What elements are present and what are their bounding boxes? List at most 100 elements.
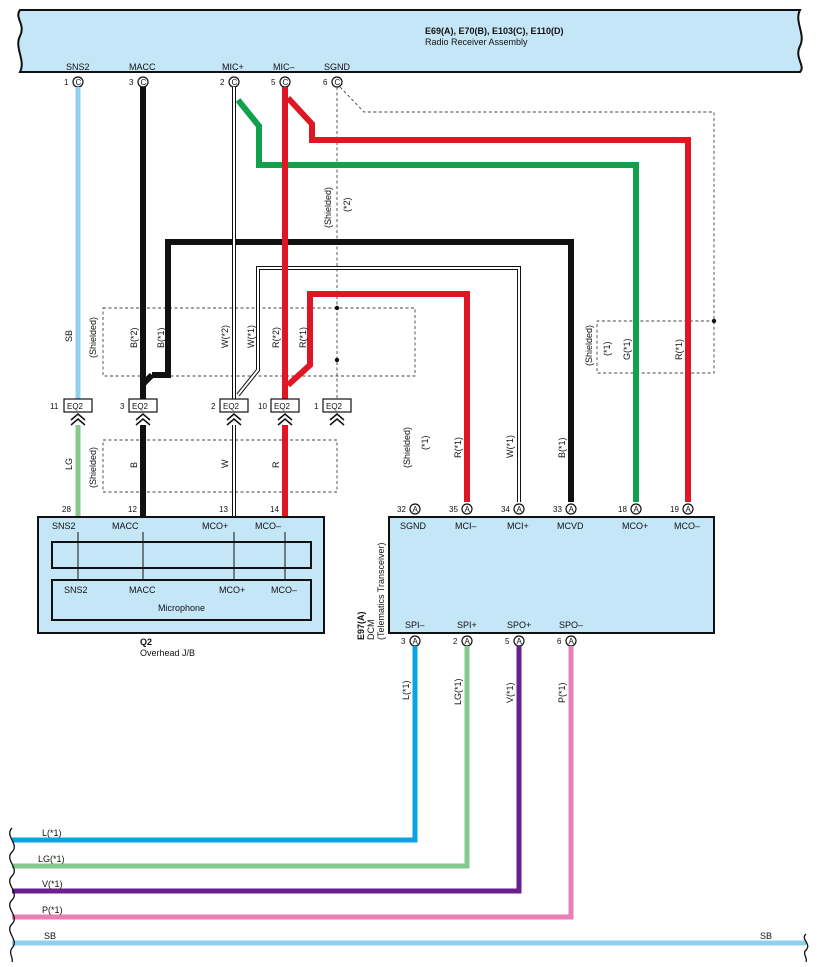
svg-text:3: 3: [129, 78, 134, 87]
dcm-wire-label-b: B(*1): [557, 437, 567, 458]
dcm-bottom-pin: SPI+ A 2: [453, 620, 477, 647]
lower-shield-box: [102, 439, 338, 493]
break-line-right: [803, 933, 809, 963]
sgnd-shield-line: [339, 86, 715, 374]
top-pin-label: MIC+: [222, 62, 244, 72]
wire-macc-upper: [140, 87, 155, 392]
wire-label-r1: R(*1): [298, 327, 308, 348]
mic-label: SNS2: [64, 585, 88, 595]
radio-connectors: E69(A), E70(B), E103(C), E110(D): [425, 26, 564, 36]
svg-text:C: C: [283, 78, 289, 87]
svg-text:28: 28: [62, 505, 71, 514]
top-pin-label: MIC–: [273, 62, 295, 72]
top-pin-label: SNS2: [66, 62, 90, 72]
svg-text:6: 6: [323, 78, 328, 87]
bus-wire-label: LG(*1): [453, 678, 463, 705]
top-pin-5: C 5: [271, 76, 291, 88]
right-shield-label: (Shielded): [584, 325, 594, 366]
eq2-pin-11: 11 EQ2: [50, 398, 93, 426]
svg-text:E97(A): E97(A): [356, 611, 366, 640]
shield-label-lower: (Shielded): [88, 447, 98, 488]
svg-text:18: 18: [618, 505, 627, 514]
svg-text:EQ2: EQ2: [132, 402, 149, 411]
dcm-top-pin: A 19 MCO–: [670, 503, 700, 531]
svg-text:5: 5: [271, 78, 276, 87]
mic-label: MCO+: [219, 585, 245, 595]
dcm-top-pin: A 35 MCI–: [449, 503, 477, 531]
eq2-pin-3: 3 EQ2: [120, 398, 158, 426]
wire-label-b2: B(*2): [129, 327, 139, 348]
svg-text:MCI+: MCI+: [507, 521, 529, 531]
svg-text:EQ2: EQ2: [326, 402, 343, 411]
bus-label: L(*1): [42, 828, 62, 838]
svg-text:(Telematics Transceiver): (Telematics Transceiver): [376, 542, 386, 640]
svg-text:MCI–: MCI–: [455, 521, 477, 531]
bus-label-right: SB: [760, 931, 772, 941]
wire-red-mci-minus: [285, 291, 470, 502]
svg-text:2: 2: [211, 402, 216, 411]
svg-text:EQ2: EQ2: [223, 402, 240, 411]
bus-wire-label: V(*1): [505, 682, 515, 703]
svg-text:C: C: [335, 78, 341, 87]
q2-label: MCO+: [202, 521, 228, 531]
wire-label-w2: W(*2): [220, 325, 230, 348]
svg-text:2: 2: [220, 78, 225, 87]
mic-label: MCO–: [271, 585, 297, 595]
wire-label-lg: LG: [64, 458, 74, 470]
bus-label: LG(*1): [38, 854, 65, 864]
dcm-top-pin: A 32 SGND: [397, 503, 427, 531]
q2-id: Q2: [140, 637, 152, 647]
svg-text:A: A: [569, 637, 575, 646]
svg-text:3: 3: [401, 637, 406, 646]
eq2-pin-10: 10 EQ2: [258, 398, 300, 426]
svg-text:MCO–: MCO–: [674, 521, 700, 531]
bus-wire-label: P(*1): [557, 682, 567, 703]
svg-text:SPO–: SPO–: [559, 620, 583, 630]
q2-box: [37, 516, 325, 634]
wire-bus-pink: [12, 646, 574, 920]
top-pin-2: C 2: [220, 76, 240, 88]
svg-text:MCO+: MCO+: [622, 521, 648, 531]
bus-wire-label: L(*1): [401, 680, 411, 700]
q2-label: MACC: [112, 521, 139, 531]
svg-text:C: C: [76, 78, 82, 87]
svg-text:A: A: [517, 505, 523, 514]
svg-text:34: 34: [501, 505, 510, 514]
dcm-wire-label-shield: (Shielded): [402, 427, 412, 468]
eq2-pin-2: 2 EQ2: [211, 398, 249, 426]
svg-text:A: A: [465, 637, 471, 646]
svg-text:6: 6: [557, 637, 562, 646]
svg-text:1: 1: [64, 78, 69, 87]
svg-text:13: 13: [219, 505, 228, 514]
svg-text:SPI+: SPI+: [457, 620, 477, 630]
wire-label-sb: SB: [64, 330, 74, 342]
svg-text:10: 10: [258, 402, 267, 411]
wire-bus-lightgreen: [12, 646, 470, 869]
shield-note-top: (*2): [342, 197, 352, 212]
dcm-wire-label-r2: R(*1): [674, 339, 684, 360]
q2-label: MCO–: [255, 521, 281, 531]
svg-text:C: C: [141, 78, 147, 87]
shield-label: (Shielded): [88, 317, 98, 358]
svg-text:A: A: [413, 505, 419, 514]
svg-text:DCM: DCM: [366, 620, 376, 641]
eq2-pin-1: 1 EQ2: [314, 398, 352, 426]
wire-mci-plus-inner: [237, 267, 520, 502]
bus-label: P(*1): [42, 905, 63, 915]
bus-label: SB: [44, 931, 56, 941]
top-pin-6: C 6: [323, 76, 343, 88]
q2-inner-box: [51, 541, 312, 569]
svg-text:C: C: [232, 78, 238, 87]
dcm-top-pin: A 18 MCO+: [618, 503, 648, 531]
wire-label-r: R: [271, 461, 281, 468]
microphone-label: Microphone: [158, 603, 205, 613]
svg-text:19: 19: [670, 505, 679, 514]
wire-green-mco-plus: [235, 98, 639, 502]
radio-receiver-box: [17, 9, 803, 73]
top-pin-3: C 3: [129, 76, 149, 88]
svg-text:SPI–: SPI–: [405, 620, 425, 630]
wire-macc-to-dcm: [152, 239, 574, 502]
svg-text:MCVD: MCVD: [557, 521, 584, 531]
microphone-box: [51, 579, 312, 621]
